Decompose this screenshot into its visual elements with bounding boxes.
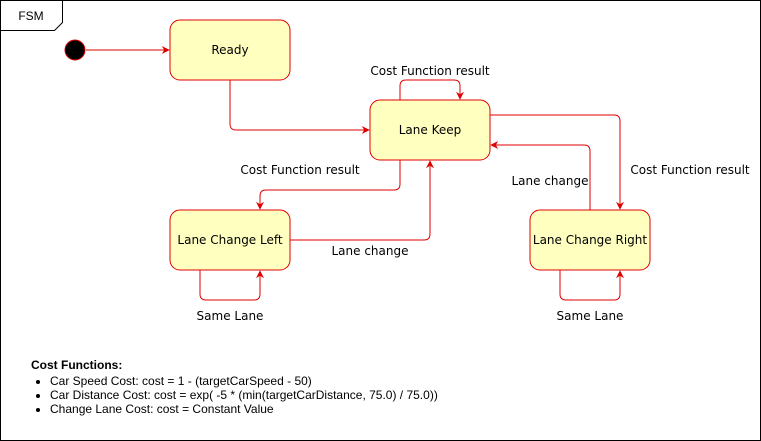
edge-lane-keep-self-loop bbox=[399, 79, 464, 100]
edge-right-to-lane-keep bbox=[490, 141, 591, 210]
edge-label-right-to-keep: Lane change bbox=[511, 174, 588, 188]
cost-function-item-distance: Car Distance Cost: cost = exp( -5 * (min… bbox=[50, 388, 438, 402]
edge-label-keep-to-left: Cost Function result bbox=[240, 163, 360, 177]
cost-functions-list: Car Speed Cost: cost = 1 - (targetCarSpe… bbox=[31, 374, 438, 416]
edge-lane-keep-to-right bbox=[490, 114, 624, 210]
state-ready[interactable]: Ready bbox=[169, 19, 291, 81]
state-lane-keep-label: Lane Keep bbox=[399, 123, 462, 137]
cost-function-item-lane-change: Change Lane Cost: cost = Constant Value bbox=[50, 402, 438, 416]
state-lane-keep[interactable]: Lane Keep bbox=[369, 99, 491, 161]
edge-left-to-lane-keep bbox=[290, 160, 434, 241]
cost-functions-title: Cost Functions: bbox=[31, 358, 123, 372]
state-ready-label: Ready bbox=[211, 43, 248, 57]
edge-label-keep-self-loop: Cost Function result bbox=[370, 64, 490, 78]
state-lane-change-right-label: Lane Change Right bbox=[533, 233, 647, 247]
initial-state-node bbox=[64, 39, 86, 61]
edge-label-keep-to-right: Cost Function result bbox=[630, 163, 750, 177]
state-lane-change-left-label: Lane Change Left bbox=[177, 233, 282, 247]
state-lane-change-right[interactable]: Lane Change Right bbox=[529, 209, 651, 271]
edge-label-left-to-keep: Lane change bbox=[331, 244, 408, 258]
edge-lane-keep-to-left bbox=[256, 160, 401, 210]
edge-left-self-loop bbox=[199, 270, 264, 301]
state-lane-change-left[interactable]: Lane Change Left bbox=[169, 209, 291, 271]
fsm-frame-label: FSM bbox=[18, 9, 43, 23]
cost-function-item-speed: Car Speed Cost: cost = 1 - (targetCarSpe… bbox=[50, 374, 438, 388]
edge-right-self-loop bbox=[559, 270, 624, 301]
cost-functions-note: Cost Functions: Car Speed Cost: cost = 1… bbox=[31, 358, 438, 416]
edge-label-left-self-loop: Same Lane bbox=[197, 309, 264, 323]
fsm-frame-tab bbox=[0, 0, 63, 31]
edge-ready-to-lane-keep bbox=[229, 80, 370, 134]
edge-label-right-self-loop: Same Lane bbox=[557, 309, 624, 323]
